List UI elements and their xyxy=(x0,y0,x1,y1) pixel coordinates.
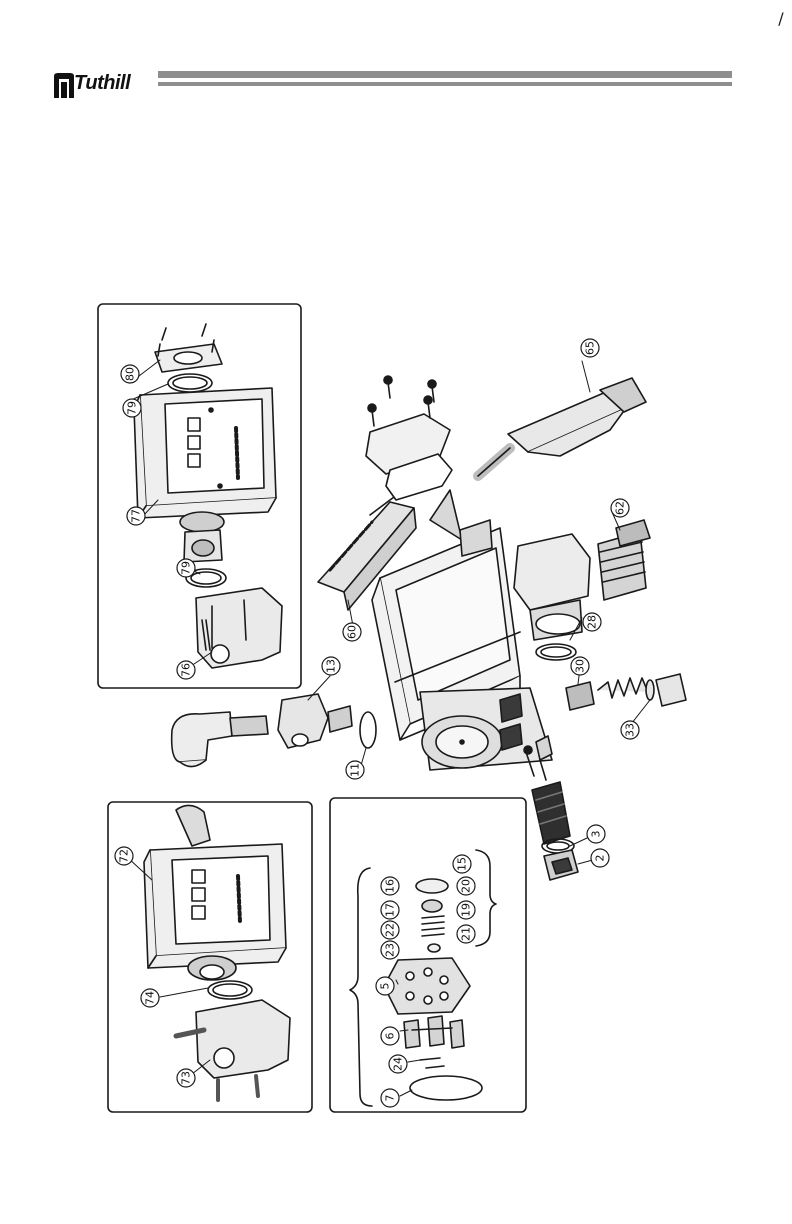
nozzle-65 xyxy=(478,378,646,476)
adapter-73 xyxy=(176,1000,290,1100)
callout-2: 2 xyxy=(591,849,609,867)
svg-text:65: 65 xyxy=(584,341,597,355)
kit-brace-small xyxy=(476,850,496,946)
rotor-5 xyxy=(384,958,470,1014)
callout-24: 24 xyxy=(389,1055,407,1073)
svg-text:60: 60 xyxy=(346,625,359,639)
svg-text:15: 15 xyxy=(456,857,469,871)
bypass-valve xyxy=(566,674,686,710)
fitting-62 xyxy=(598,520,650,600)
callout-13: 13 xyxy=(322,657,340,675)
hose-assembly xyxy=(532,782,570,844)
meter-gasket-79-upper xyxy=(168,374,212,392)
callout-74: 74 xyxy=(141,989,159,1007)
callout-65: 65 xyxy=(581,339,599,357)
callout-17: 17 xyxy=(381,901,399,919)
callout-76: 76 xyxy=(177,661,195,679)
svg-text:72: 72 xyxy=(118,849,131,863)
svg-text:21: 21 xyxy=(460,927,473,941)
outlet-elbow xyxy=(172,712,268,767)
callout-72: 72 xyxy=(115,847,133,865)
svg-text:79: 79 xyxy=(180,561,193,575)
svg-text:74: 74 xyxy=(144,991,157,1005)
adapter-13 xyxy=(278,694,352,748)
svg-text:28: 28 xyxy=(586,615,599,629)
svg-text:76: 76 xyxy=(180,663,193,677)
callout-15: 15 xyxy=(453,855,471,873)
callout-5: 5 xyxy=(376,977,394,995)
callout-73: 73 xyxy=(177,1069,195,1087)
svg-text:6: 6 xyxy=(384,1033,397,1040)
kit-brace-large xyxy=(350,868,372,1106)
svg-text:11: 11 xyxy=(349,763,362,777)
meter-72 xyxy=(144,805,286,980)
callout-62: 62 xyxy=(611,499,629,517)
svg-text:33: 33 xyxy=(624,723,637,737)
svg-text:7: 7 xyxy=(384,1095,397,1102)
svg-text:2: 2 xyxy=(594,855,607,862)
callout-7: 7 xyxy=(381,1089,399,1107)
meter-flange-80 xyxy=(155,324,222,372)
callout-79-lower: 79 xyxy=(177,559,195,577)
svg-text:73: 73 xyxy=(180,1071,193,1085)
pin-24 xyxy=(420,1058,444,1068)
svg-text:80: 80 xyxy=(124,367,137,381)
callout-23: 23 xyxy=(381,941,399,959)
svg-text:79: 79 xyxy=(126,401,139,415)
callout-28: 28 xyxy=(583,613,601,631)
svg-text:23: 23 xyxy=(384,943,397,957)
callout-33: 33 xyxy=(621,721,639,739)
svg-text:20: 20 xyxy=(460,879,473,893)
gasket-28 xyxy=(536,644,576,660)
svg-text:5: 5 xyxy=(379,983,392,990)
callout-21: 21 xyxy=(457,925,475,943)
callout-79-upper: 79 xyxy=(123,399,141,417)
vanes-6 xyxy=(404,1016,464,1048)
callout-20: 20 xyxy=(457,877,475,895)
callout-16: 16 xyxy=(381,877,399,895)
svg-text:24: 24 xyxy=(392,1057,405,1071)
callout-77: 77 xyxy=(127,507,145,525)
callout-19: 19 xyxy=(457,901,475,919)
meter-77 xyxy=(134,388,276,562)
o-ring-7 xyxy=(410,1076,482,1100)
callout-30: 30 xyxy=(571,657,589,675)
svg-text:16: 16 xyxy=(384,879,397,893)
svg-text:13: 13 xyxy=(325,659,338,673)
seal-stack xyxy=(416,879,448,952)
svg-text:77: 77 xyxy=(130,509,143,523)
svg-text:22: 22 xyxy=(384,923,397,937)
callout-6: 6 xyxy=(381,1027,399,1045)
gasket-74 xyxy=(208,981,252,999)
callout-80: 80 xyxy=(121,365,139,383)
svg-text:19: 19 xyxy=(460,903,473,917)
svg-text:3: 3 xyxy=(590,831,603,838)
callout-11: 11 xyxy=(346,761,364,779)
cover-plate xyxy=(366,376,452,500)
svg-text:62: 62 xyxy=(614,501,627,515)
strainer-2 xyxy=(544,850,578,880)
callout-60: 60 xyxy=(343,623,361,641)
ring-11 xyxy=(360,712,376,748)
svg-text:17: 17 xyxy=(384,903,397,917)
callout-3: 3 xyxy=(587,825,605,843)
callout-22: 22 xyxy=(381,921,399,939)
svg-text:30: 30 xyxy=(574,659,587,673)
meter-adapter-76 xyxy=(196,588,282,668)
